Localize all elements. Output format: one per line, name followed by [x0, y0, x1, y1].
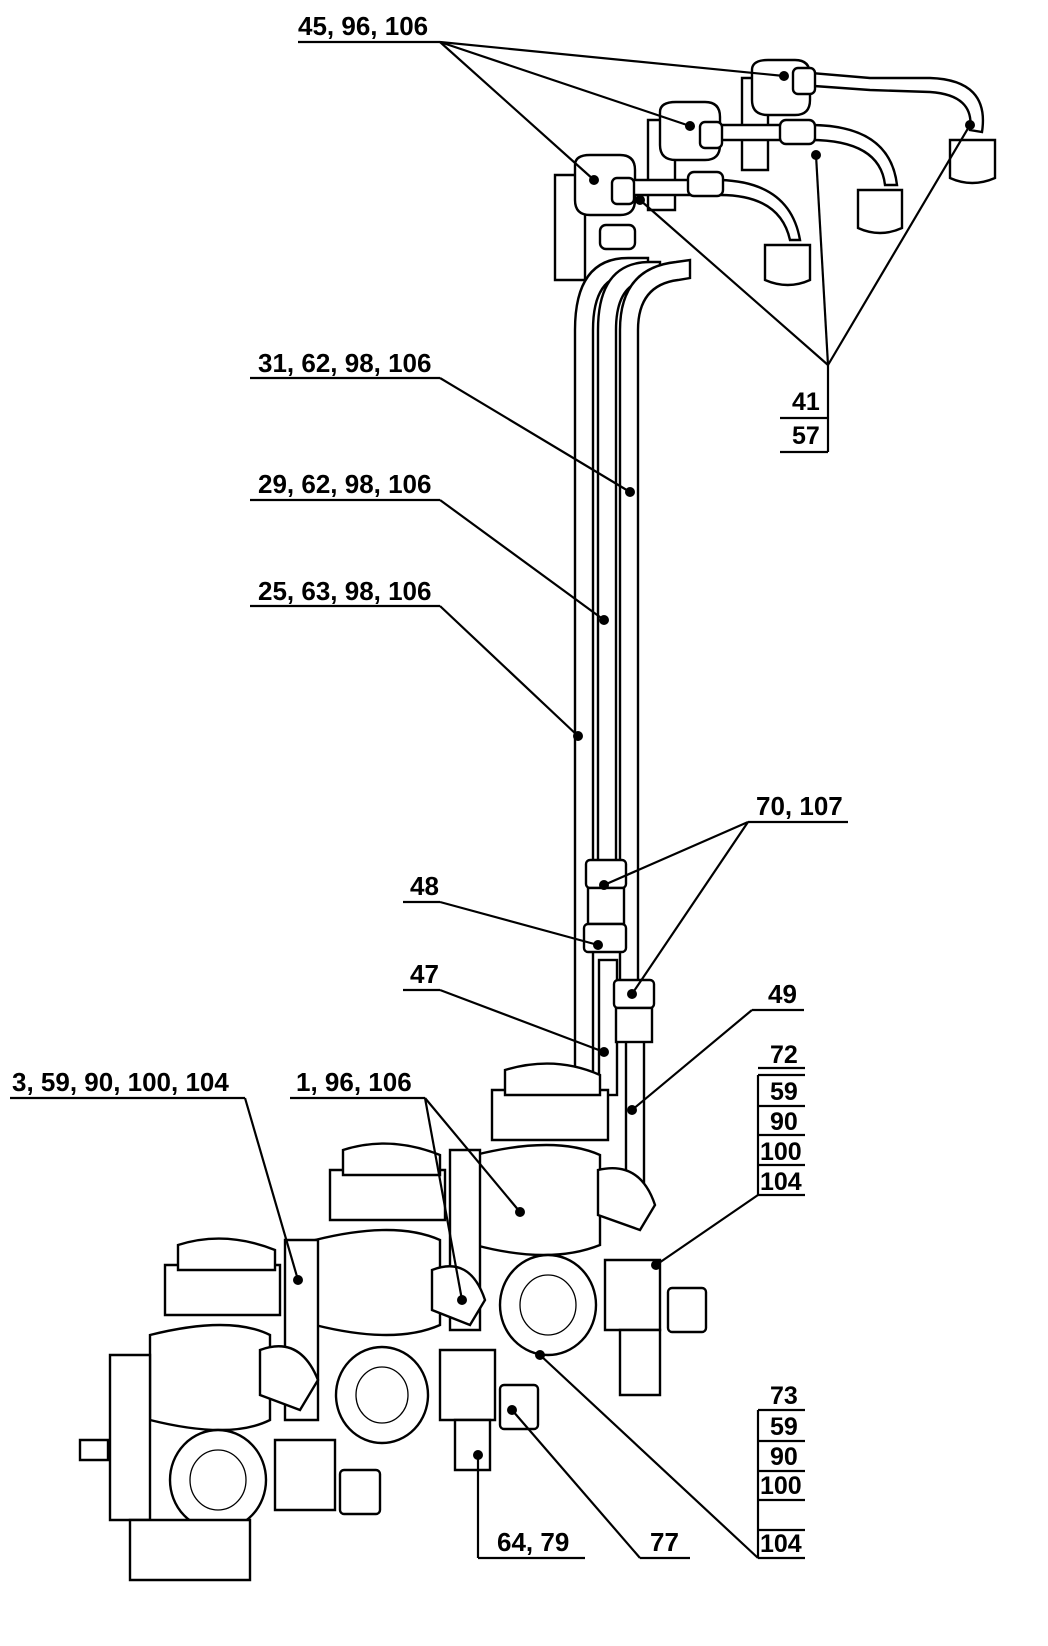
leader-lines — [10, 40, 975, 1560]
callout-labels: 45, 96, 106 41 57 31, 62, 98, 106 29, 62… — [12, 11, 843, 1558]
label-stack73-3: 100 — [760, 1472, 802, 1500]
label-stack72-2: 90 — [770, 1108, 798, 1136]
label-70-107: 70, 107 — [756, 791, 843, 821]
label-stack73-4: 104 — [760, 1530, 802, 1558]
label-1-96-106: 1, 96, 106 — [296, 1067, 412, 1097]
label-stack73-2: 90 — [770, 1443, 798, 1471]
label-41: 41 — [792, 388, 820, 416]
label-25-63-98-106: 25, 63, 98, 106 — [258, 576, 431, 606]
label-stack72-3: 100 — [760, 1138, 802, 1166]
label-47: 47 — [410, 959, 439, 989]
label-stack72-4: 104 — [760, 1168, 802, 1196]
label-29-62-98-106: 29, 62, 98, 106 — [258, 469, 431, 499]
label-77: 77 — [650, 1527, 679, 1557]
label-stack72-0: 72 — [770, 1041, 798, 1069]
valve-blocks — [78, 1062, 708, 1582]
label-64-79: 64, 79 — [497, 1527, 569, 1557]
label-stack73-0: 73 — [770, 1382, 798, 1410]
label-57: 57 — [792, 422, 820, 450]
label-stack73-1: 59 — [770, 1413, 798, 1441]
label-3-59-90-100-104: 3, 59, 90, 100, 104 — [12, 1067, 229, 1097]
label-49: 49 — [768, 979, 797, 1009]
label-stack72-1: 59 — [770, 1078, 798, 1106]
label-48: 48 — [410, 871, 439, 901]
top-fittings — [553, 58, 997, 287]
label-31-62-98-106: 31, 62, 98, 106 — [258, 348, 431, 378]
label-45-96-106: 45, 96, 106 — [298, 11, 428, 41]
